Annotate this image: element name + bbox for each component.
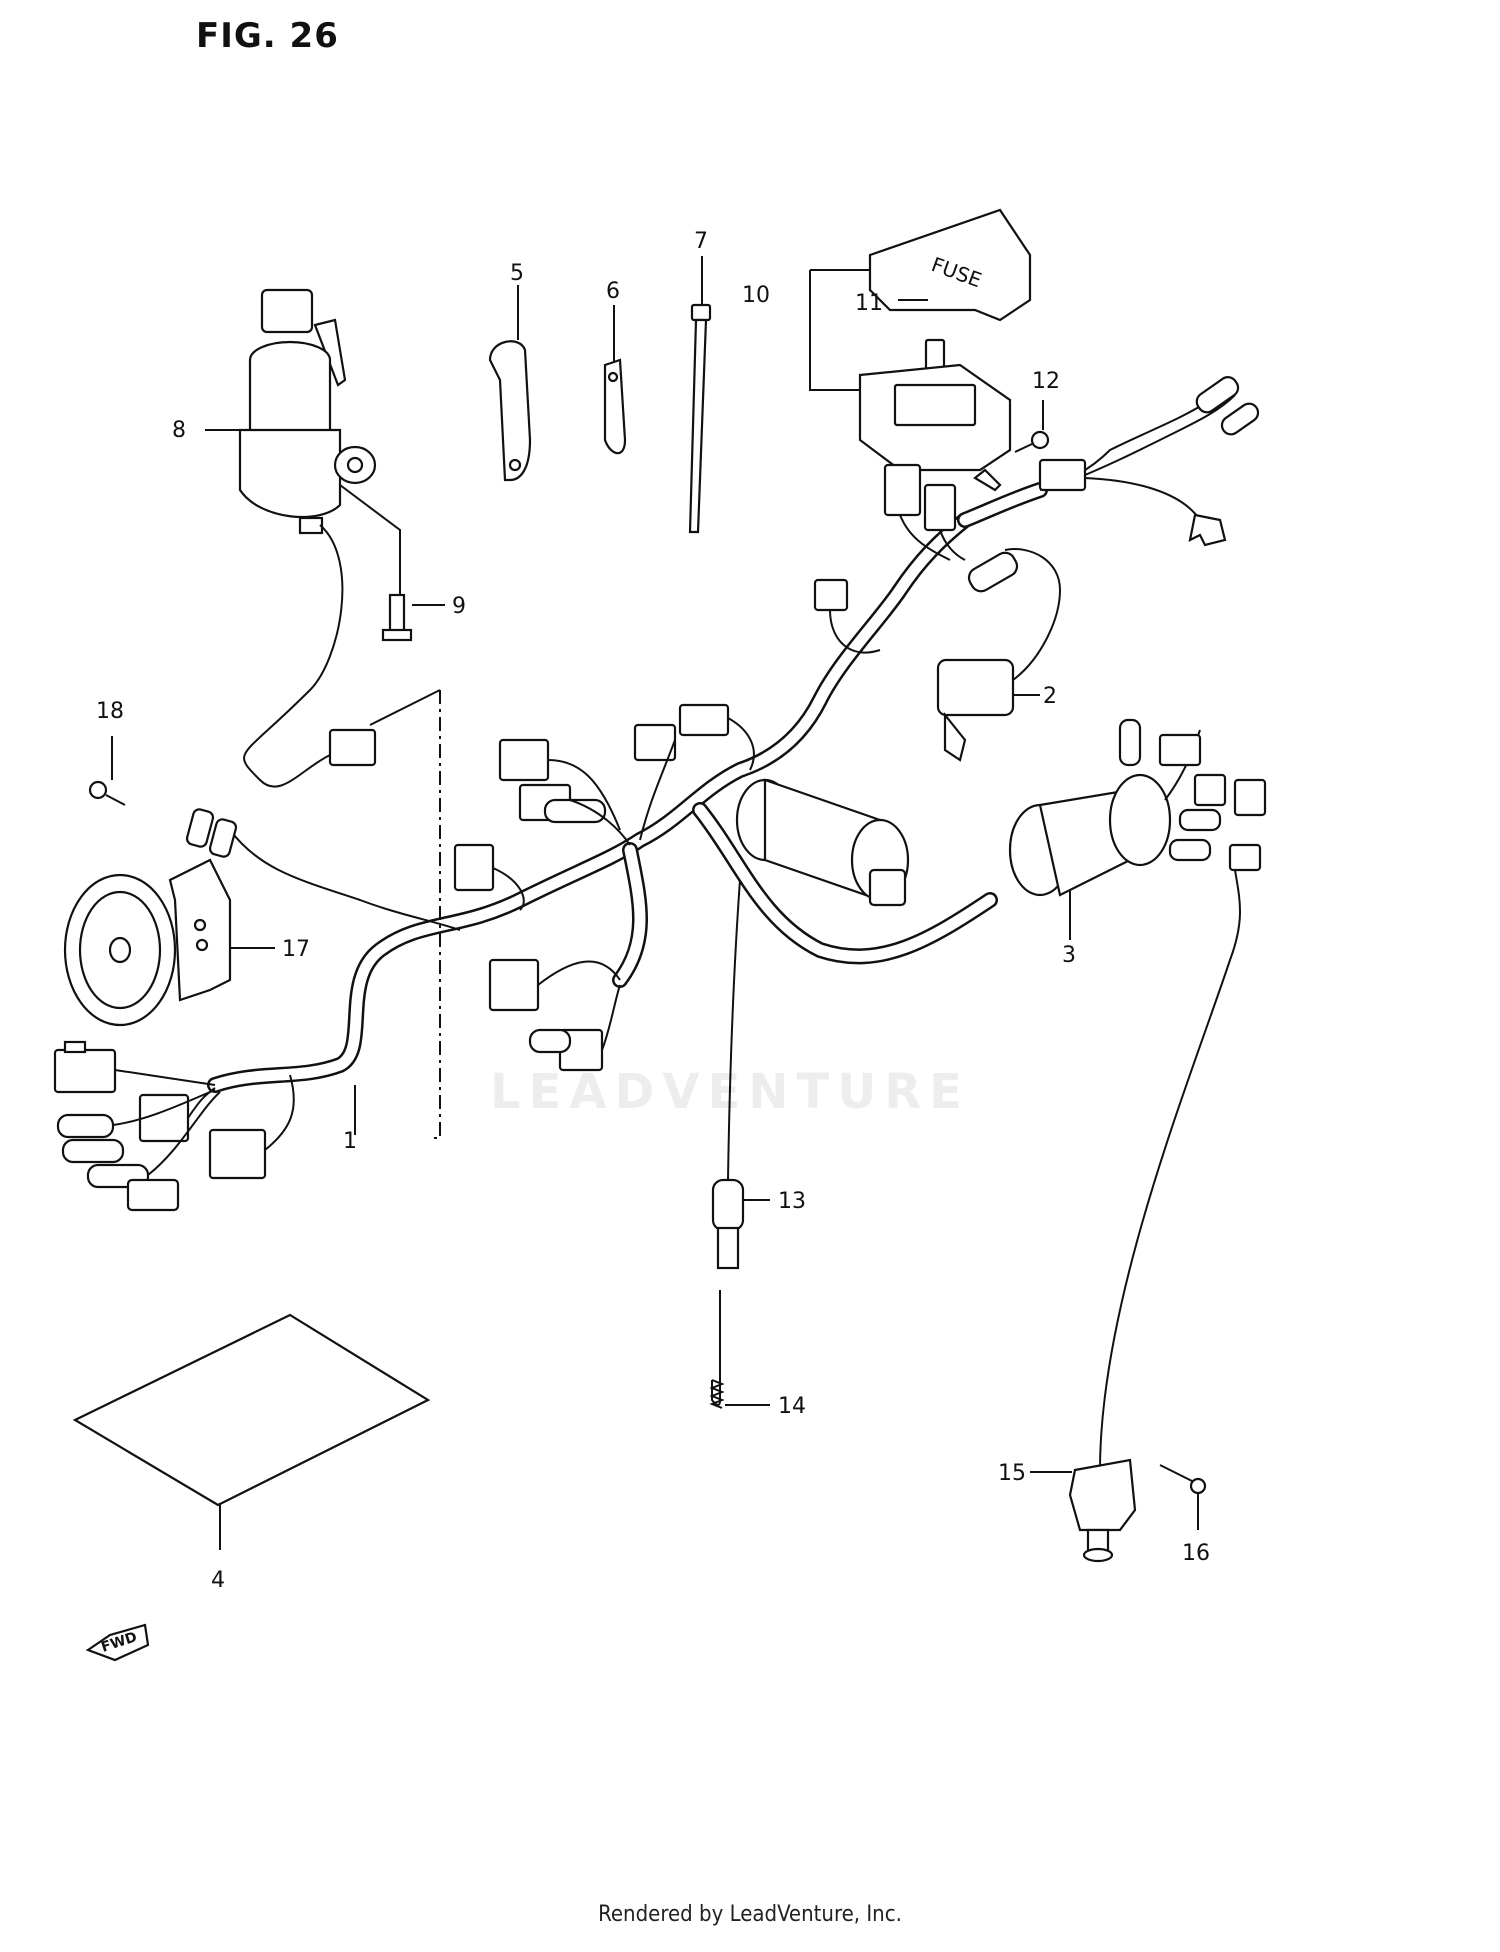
callout-13: 13 — [778, 1189, 806, 1214]
horn — [63, 808, 461, 1027]
callout-1: 1 — [343, 1129, 357, 1154]
figure-title: FIG. 26 — [196, 16, 339, 56]
callout-6: 6 — [606, 279, 620, 304]
callout-8: 8 — [172, 418, 186, 443]
switch-15 — [1068, 869, 1241, 1563]
callout-7: 7 — [694, 229, 708, 254]
callout-9: 9 — [452, 594, 466, 619]
clamp-6 — [603, 358, 627, 455]
fuse-box: FUSE — [858, 208, 1260, 561]
spring-14 — [709, 1290, 725, 1409]
clamp-5 — [488, 340, 532, 482]
callout-15: 15 — [998, 1461, 1026, 1486]
boundary-line — [430, 690, 441, 1139]
middle-connector-cluster — [453, 578, 881, 1072]
callout-18: 18 — [96, 699, 124, 724]
callout-2: 2 — [1043, 684, 1057, 709]
ignition-switch — [238, 288, 377, 788]
footer-credit: Rendered by LeadVenture, Inc. — [598, 1902, 902, 1927]
manual-sheet — [72, 1313, 431, 1550]
watermark: LEADVENTURE — [490, 1064, 970, 1120]
cable-tie-7 — [688, 303, 712, 534]
callout-numbers: 1 2 3 4 5 6 7 8 9 10 11 12 13 14 15 16 1… — [96, 229, 1210, 1593]
ignition-coil-right — [1008, 718, 1267, 897]
relay — [936, 548, 1062, 762]
callout-16: 16 — [1182, 1541, 1210, 1566]
screw-16 — [1159, 1464, 1207, 1495]
bolt-9 — [381, 593, 413, 642]
fwd-arrow: FWD — [85, 1623, 150, 1662]
callout-11: 11 — [855, 291, 883, 316]
switch-13 — [711, 879, 745, 1270]
wiring-harness — [207, 482, 1048, 1093]
callout-12: 12 — [1032, 369, 1060, 394]
callout-4: 4 — [211, 1568, 225, 1593]
callout-14: 14 — [778, 1394, 806, 1419]
callout-5: 5 — [510, 261, 524, 286]
callout-3: 3 — [1062, 943, 1076, 968]
ignition-coil-left — [735, 778, 910, 907]
callout-17: 17 — [282, 937, 310, 962]
leader-10 — [809, 269, 870, 391]
leader-9-a — [339, 484, 401, 595]
bolt-18 — [88, 780, 126, 806]
callout-10: 10 — [742, 283, 770, 308]
left-connector-cluster — [53, 1040, 295, 1212]
boundary-line-top — [369, 689, 441, 726]
screw-12 — [1014, 430, 1050, 453]
